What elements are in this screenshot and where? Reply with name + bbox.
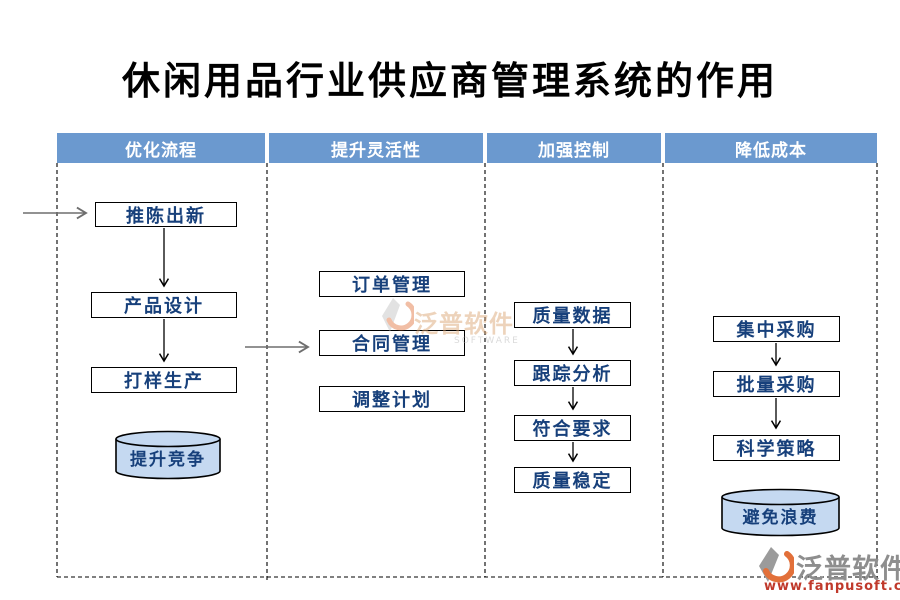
flow-box-zhiliangwending: 质量稳定 xyxy=(514,467,631,493)
cylinder-label: 避免浪费 xyxy=(742,508,819,528)
column-header-control: 加强控制 xyxy=(487,133,661,163)
column-header-optimize-process: 优化流程 xyxy=(57,133,265,163)
cylinder-label: 提升竞争 xyxy=(130,450,206,470)
flow-box-dingdanguanli: 订单管理 xyxy=(319,271,465,297)
column-header-flexibility: 提升灵活性 xyxy=(269,133,483,163)
flow-box-dayangshengchan: 打样生产 xyxy=(91,367,237,393)
cylinder-bimianlangfei: 避免浪费 xyxy=(720,488,841,537)
cylinder-shape xyxy=(115,430,221,480)
column-header-cost: 降低成本 xyxy=(665,133,877,163)
watermark-bottom-right: 泛普软件 www.fanpusoft.com xyxy=(752,545,900,597)
cylinder-shape xyxy=(721,488,840,537)
watermark-url: www.fanpusoft.com xyxy=(764,579,900,594)
flow-box-zhiliangshuju: 质量数据 xyxy=(514,302,631,328)
flow-box-fuheyaoqiu: 符合要求 xyxy=(514,415,631,441)
flow-box-jizhongcaigou: 集中采购 xyxy=(713,316,840,342)
flow-box-hetongguanli: 合同管理 xyxy=(319,330,465,356)
flow-box-tuichenchuxin: 推陈出新 xyxy=(95,202,237,227)
flow-box-chanpinsheji: 产品设计 xyxy=(91,292,237,318)
fanpu-logo-icon xyxy=(382,298,417,332)
flow-box-piliangcaigou: 批量采购 xyxy=(713,371,840,397)
flow-box-genzongfenxi: 跟踪分析 xyxy=(514,360,631,386)
flow-box-kexuecelue: 科学策略 xyxy=(713,435,840,461)
watermark-brand-text: 泛普软件 xyxy=(796,554,900,585)
diagram-title: 休闲用品行业供应商管理系统的作用 xyxy=(121,58,778,103)
flow-box-tiaozhengjihua: 调整计划 xyxy=(319,386,465,412)
cylinder-tishengjingzheng: 提升竞争 xyxy=(114,430,222,480)
fanpu-logo-icon xyxy=(759,547,794,583)
